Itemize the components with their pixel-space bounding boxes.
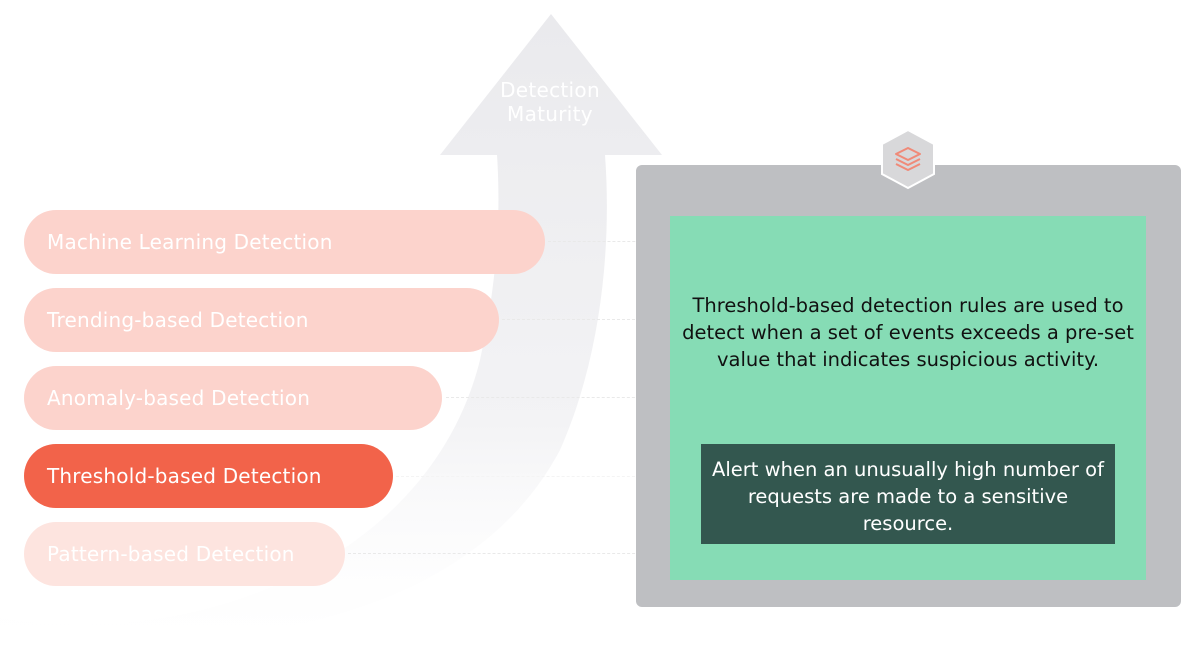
stage-label: Trending-based Detection	[47, 308, 309, 332]
detection-description: Threshold-based detection rules are used…	[682, 294, 1134, 371]
stage-machine-learning[interactable]: Machine Learning Detection	[24, 210, 545, 274]
connector-pattern	[348, 553, 665, 554]
connector-anomaly	[446, 397, 665, 398]
stage-threshold[interactable]: Threshold-based Detection	[24, 444, 393, 508]
arrow-label-line2: Maturity	[507, 102, 593, 126]
stage-label: Machine Learning Detection	[47, 230, 333, 254]
arrow-label-line1: Detection	[500, 78, 600, 102]
connector-trending	[502, 319, 665, 320]
stage-anomaly[interactable]: Anomaly-based Detection	[24, 366, 442, 430]
arrow-label: Detection Maturity	[470, 78, 630, 126]
stage-pattern[interactable]: Pattern-based Detection	[24, 522, 345, 586]
stage-label: Threshold-based Detection	[47, 464, 322, 488]
maturity-arrow-body	[0, 14, 662, 645]
connector-machine-learning	[548, 241, 665, 242]
connector-threshold	[396, 476, 665, 477]
stage-trending[interactable]: Trending-based Detection	[24, 288, 499, 352]
example-alert-box: Alert when an unusually high number of r…	[701, 444, 1115, 544]
stage-label: Anomaly-based Detection	[47, 386, 311, 410]
example-alert-text: Alert when an unusually high number of r…	[712, 458, 1104, 535]
layers-hexagon-icon	[881, 128, 935, 190]
stage-label: Pattern-based Detection	[47, 542, 295, 566]
